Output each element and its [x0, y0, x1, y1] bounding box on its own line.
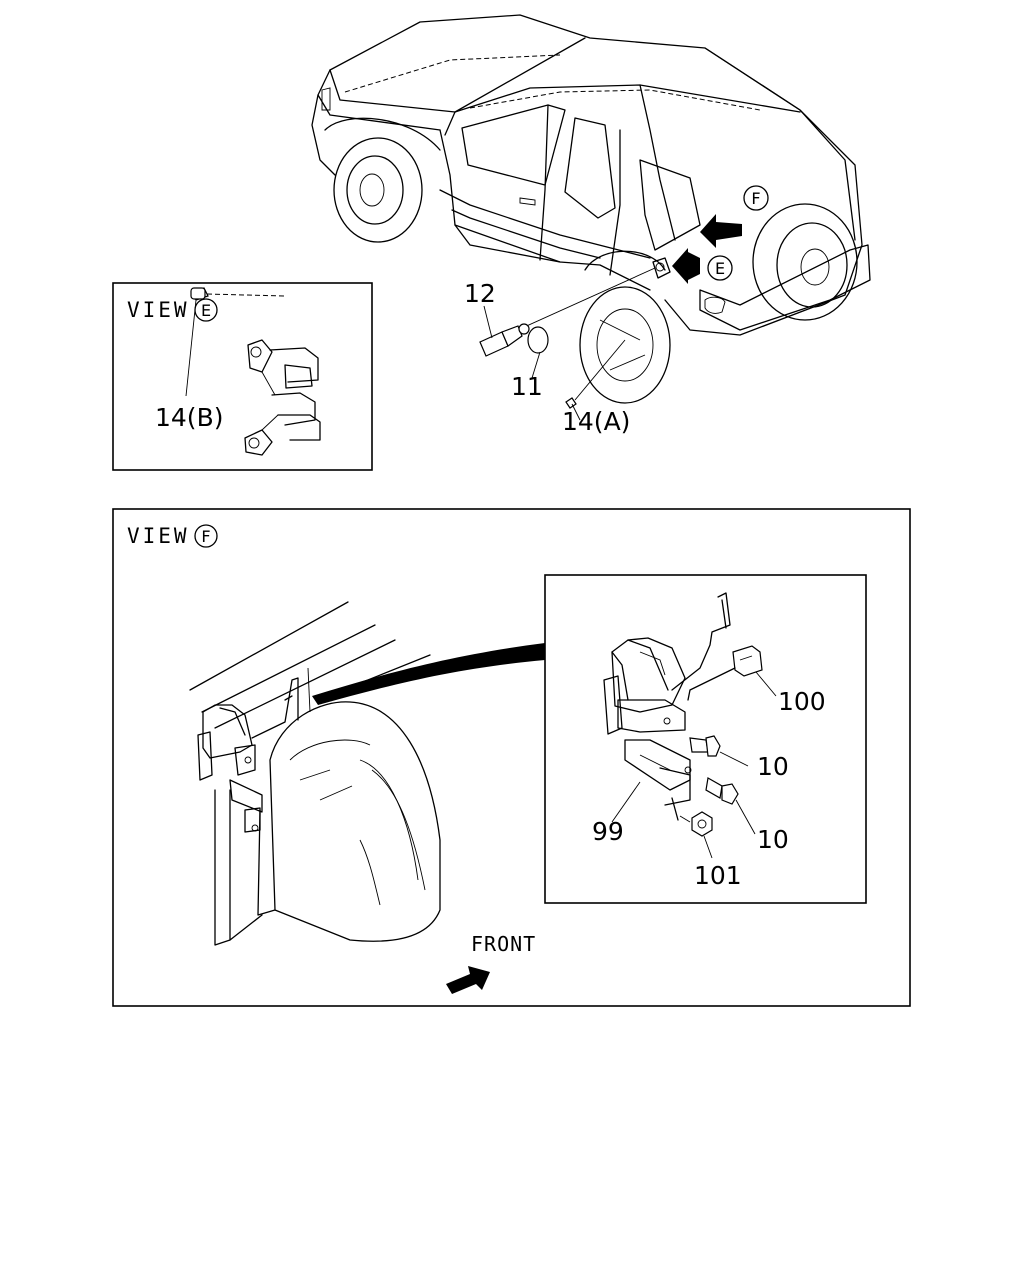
- bolt-10-upper: [689, 735, 721, 757]
- callout-10-upper: 10: [757, 752, 789, 781]
- detail-unit-drawing: [603, 592, 763, 837]
- nut-101: [691, 811, 713, 837]
- view-f-title-marker-label: F: [201, 527, 210, 546]
- callout-101: 101: [694, 861, 742, 890]
- callout-10-lower: 10: [757, 825, 789, 854]
- view-f-title-marker: [194, 524, 218, 548]
- bolt-12: [479, 323, 530, 357]
- overview-parts: 12 11 14(A): [464, 267, 656, 436]
- view-e-arrow: [672, 248, 700, 284]
- view-e-frame: [112, 282, 373, 471]
- magnify-wedge: [312, 643, 545, 705]
- view-e-title: VIEW: [127, 298, 190, 322]
- connector-100: [732, 645, 763, 677]
- view-e-marker: [707, 255, 733, 281]
- front-arrow: [446, 966, 490, 994]
- view-e-marker-label: E: [715, 259, 725, 278]
- hitch-bracket-drawing: [244, 339, 321, 456]
- callout-12: 12: [464, 279, 496, 308]
- callout-14a: 14(A): [562, 407, 630, 436]
- plug-14b: [190, 287, 206, 300]
- view-e-panel: VIEW E 14(B): [112, 282, 373, 471]
- view-f-panel: VIEW F: [112, 508, 911, 1007]
- view-f-title: VIEW: [127, 524, 190, 548]
- callout-11: 11: [511, 372, 543, 401]
- view-e-title-marker-label: E: [201, 301, 211, 320]
- trunk-compartment-drawing: [189, 601, 545, 946]
- view-f-arrow: [700, 214, 742, 248]
- view-f-frame: [112, 508, 911, 1007]
- callout-14b: 14(B): [155, 403, 223, 432]
- view-e-indicator: E: [672, 248, 733, 284]
- view-f-marker: [743, 185, 769, 211]
- view-f-marker-label: F: [751, 189, 760, 208]
- callout-100: 100: [778, 687, 826, 716]
- bolt-10-lower: [705, 777, 739, 805]
- callout-99: 99: [592, 817, 624, 846]
- view-f-indicator: F: [700, 185, 769, 248]
- cap-11: [527, 326, 549, 354]
- front-label: FRONT: [471, 932, 536, 956]
- vehicle-illustration: [311, 14, 871, 404]
- detail-frame: [544, 574, 867, 904]
- plug-14a: [565, 397, 577, 409]
